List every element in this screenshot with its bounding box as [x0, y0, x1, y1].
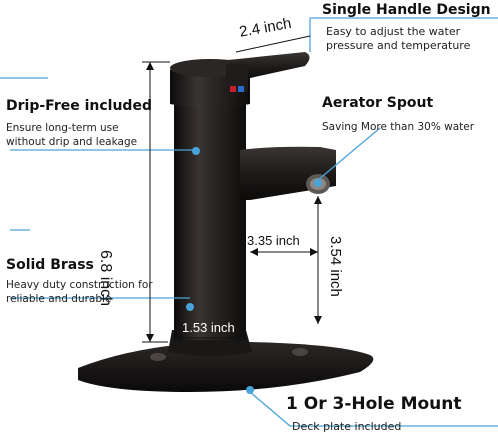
aerator-dot: [314, 179, 322, 187]
dimension-lines: [142, 35, 319, 343]
single-handle-line2: pressure and temperature: [326, 39, 471, 53]
drip-free-line1: Ensure long-term use: [6, 122, 119, 134]
aerator-leader: [317, 127, 381, 181]
single-handle-line1: Easy to adjust the water: [326, 25, 461, 38]
deck-plate-hole-right: [292, 348, 308, 356]
dimension-arrows: [146, 62, 322, 342]
handle-hub: [226, 64, 248, 92]
mount-dot: [246, 386, 254, 394]
solid-brass-line2: reliable and durable: [6, 292, 112, 305]
aerator-line1: Saving More than 30% water: [322, 121, 475, 133]
base-diameter-label: 1.53 inch: [182, 320, 235, 335]
drip-free-title: Drip-Free included: [6, 98, 152, 114]
faucet-handle: [228, 52, 310, 82]
mount-title: 1 Or 3-Hole Mount: [286, 394, 462, 414]
spout-height-label: 3.54 inch: [327, 236, 344, 297]
single-handle-title: Single Handle Design: [322, 2, 491, 18]
drip-free-desc: Ensure long-term use without drip and le…: [6, 122, 137, 149]
spout-reach-label: 3.35 inch: [247, 233, 300, 248]
solid-brass-line1: Heavy duty construction for: [6, 279, 153, 291]
single-handle-desc: Easy to adjust the water pressure and te…: [326, 25, 470, 54]
hot-indicator: [230, 86, 236, 92]
cold-indicator: [238, 86, 244, 92]
mount-line1: Deck plate included: [292, 420, 402, 433]
aerator-title: Aerator Spout: [322, 95, 434, 111]
faucet-body: [174, 102, 246, 340]
drip-free-dot: [192, 147, 200, 155]
drip-free-line2: without drip and leakage: [6, 135, 138, 148]
solid-brass-title: Solid Brass: [6, 257, 94, 273]
solid-brass-desc: Heavy duty construction for reliable and…: [6, 279, 153, 306]
deck-plate-hole-left: [150, 353, 166, 361]
solid-brass-dot: [186, 303, 194, 311]
